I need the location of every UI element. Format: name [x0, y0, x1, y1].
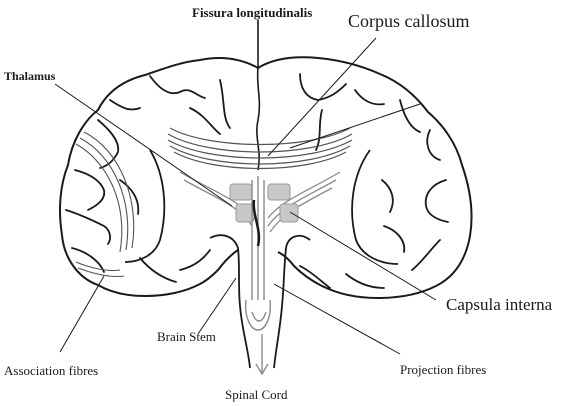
label-fissura: Fissura longitudinalis — [192, 5, 312, 20]
left-hemisphere-outline — [60, 58, 258, 296]
label-spinal-cord: Spinal Cord — [225, 387, 288, 402]
label-projection-fibres: Projection fibres — [400, 362, 486, 377]
label-association-fibres: Association fibres — [4, 363, 98, 378]
label-brain-stem: Brain Stem — [157, 329, 216, 344]
association-fibres-left — [76, 132, 134, 277]
label-corpus-callosum: Corpus callosum — [348, 11, 470, 31]
brain-stem-right — [274, 236, 310, 368]
left-gyri — [66, 76, 230, 282]
spinal-cord-arrow — [256, 334, 268, 374]
longitudinal-fissure — [257, 20, 260, 170]
label-thalamus: Thalamus — [4, 69, 56, 83]
capsula-interna-fibres — [180, 172, 340, 232]
label-capsula-interna: Capsula interna — [446, 295, 553, 314]
left-insula-curve — [125, 150, 164, 262]
right-hemisphere-outline — [258, 57, 472, 298]
right-gyri — [300, 74, 448, 288]
corpus-callosum-fibres — [168, 128, 352, 169]
